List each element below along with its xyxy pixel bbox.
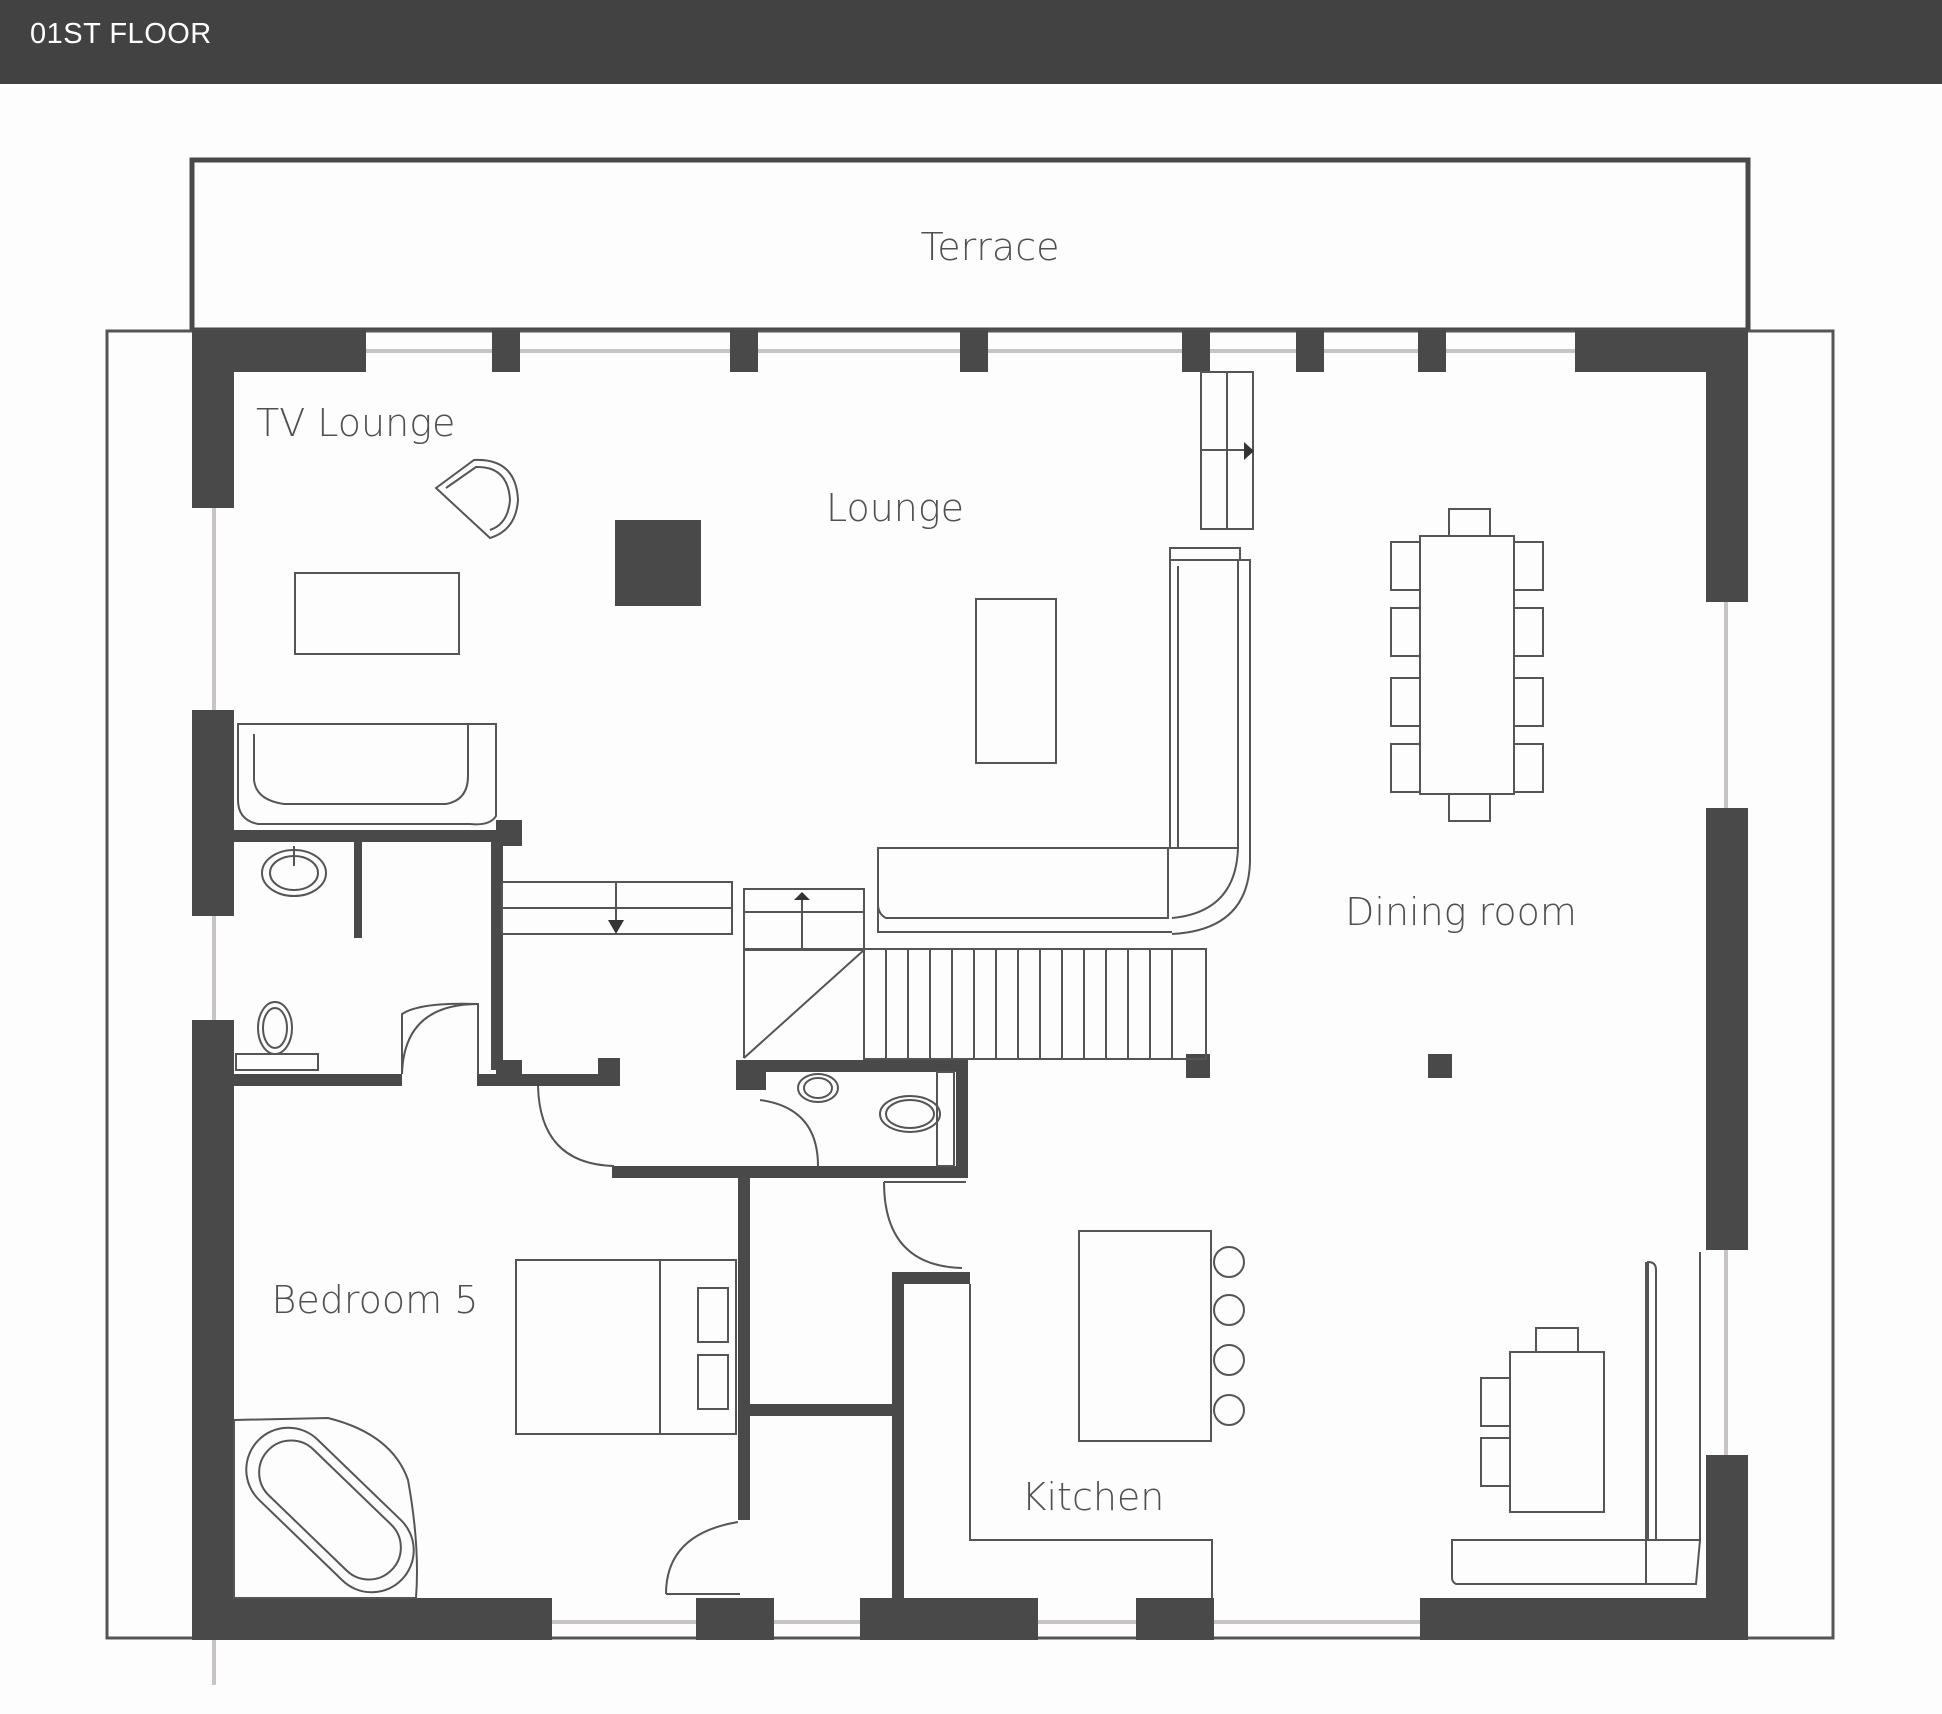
furniture: [233, 371, 1701, 1599]
floor-title: 01ST FLOOR: [30, 18, 212, 50]
label-kitchen: Kitchen: [1022, 1475, 1165, 1519]
arrow-icon: [1244, 442, 1254, 460]
header-bar: 01ST FLOOR: [0, 0, 1942, 84]
stair-treads: [885, 949, 1173, 1059]
label-tv-lounge: TV Lounge: [256, 401, 455, 445]
label-bedroom-5: Bedroom 5: [272, 1278, 479, 1322]
label-dining-room: Dining room: [1345, 890, 1577, 934]
arrow-up-icon: [794, 892, 810, 900]
arrow-down-icon: [608, 920, 624, 934]
walls: [192, 330, 1748, 1640]
label-lounge: Lounge: [826, 486, 964, 530]
label-terrace: Terrace: [921, 225, 1060, 269]
